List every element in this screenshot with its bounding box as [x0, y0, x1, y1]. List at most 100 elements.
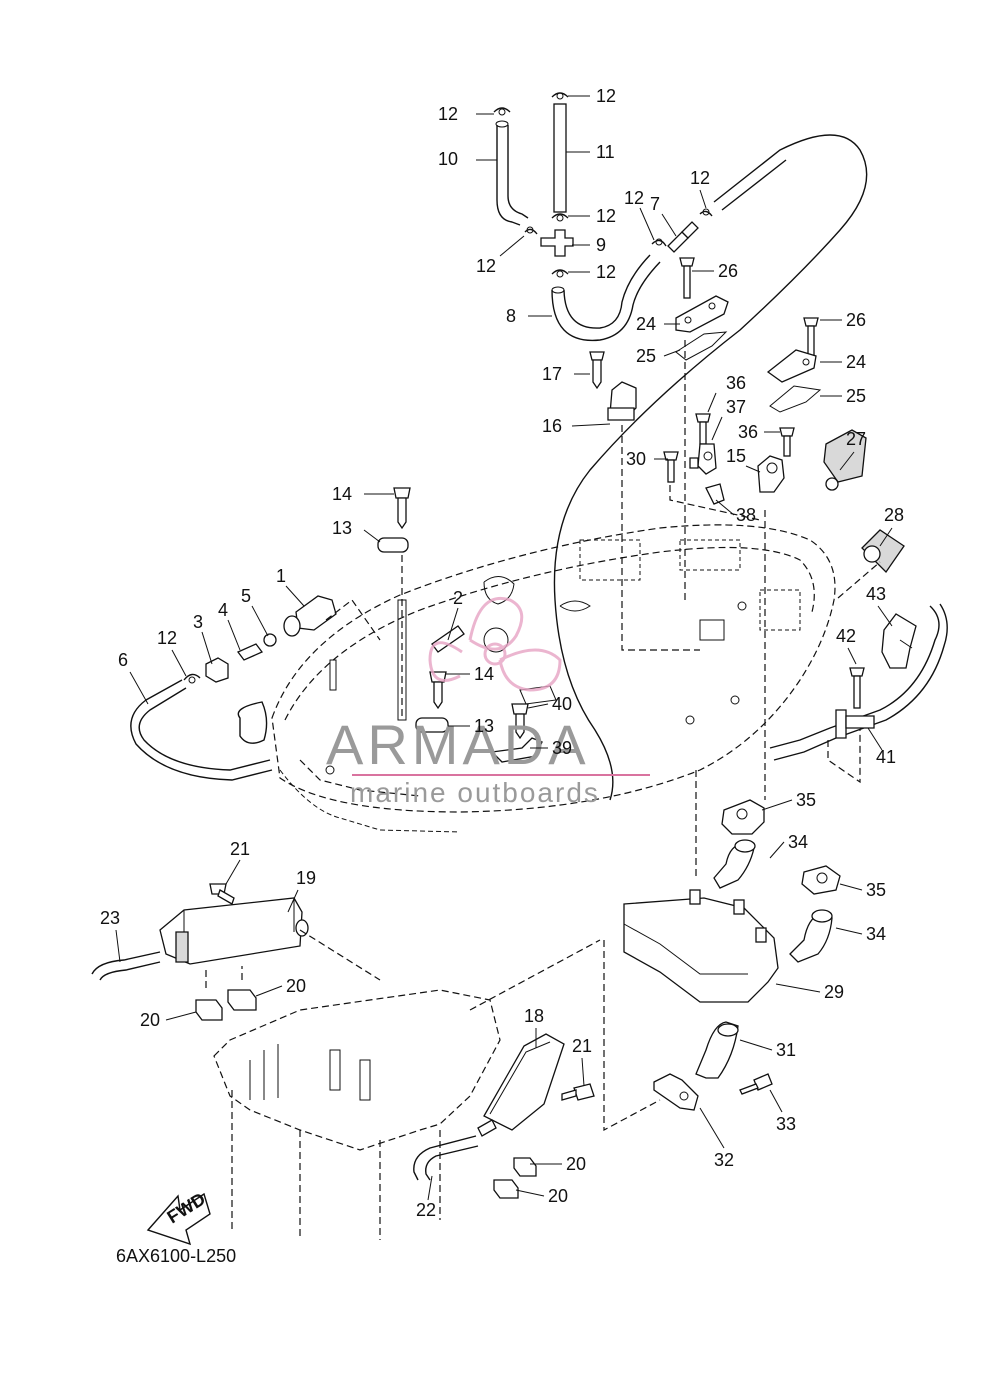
callout-leader-c1 — [285, 585, 305, 607]
diagram-code: 6AX6100-L250 — [116, 1246, 236, 1266]
clamp-41-42 — [827, 667, 875, 784]
callout-leader-c43 — [877, 605, 893, 627]
callout-leader-c16 — [571, 423, 611, 427]
callout-leader-c4 — [227, 619, 241, 651]
callout-leader-c37 — [711, 416, 723, 441]
callout-leader-c5 — [251, 605, 269, 637]
callout-leader-c38 — [715, 499, 735, 516]
callout-label-c21a: 21 — [230, 839, 250, 859]
callout-leader-c13a — [363, 529, 381, 543]
callout-label-c12c: 12 — [596, 206, 616, 226]
callout-leader-c15 — [745, 465, 761, 473]
callout-label-c42: 42 — [836, 626, 856, 646]
callout-leader-c19 — [287, 889, 299, 913]
callout-leader-c36a — [707, 392, 717, 413]
callout-label-c37: 37 — [726, 397, 746, 417]
callout-leader-c12f — [639, 207, 655, 241]
callout-leader-c7 — [661, 213, 677, 237]
callout-leader-c27 — [839, 451, 855, 471]
callout-leader-c12d — [499, 235, 525, 257]
callout-leader-c21b — [581, 1057, 585, 1087]
callout-label-c1: 1 — [276, 566, 286, 586]
callout-label-c4: 4 — [218, 600, 228, 620]
callout-label-c25b: 25 — [846, 386, 866, 406]
clip-and-screw-16-17 — [589, 351, 700, 651]
forward-arrow: FWD — [146, 1189, 211, 1246]
callout-leader-c25a — [663, 349, 681, 357]
callout-label-c43: 43 — [866, 584, 886, 604]
callout-label-c9: 9 — [596, 235, 606, 255]
callout-leader-c2 — [447, 607, 459, 641]
callout-leader-c32 — [699, 1107, 725, 1149]
callout-label-c20a: 20 — [140, 1010, 160, 1030]
callout-leader-c22 — [427, 1175, 433, 1201]
callout-label-c27: 27 — [846, 429, 866, 449]
small-parts-right — [663, 413, 948, 800]
bracket-set-left — [675, 257, 729, 600]
callout-label-c35a: 35 — [796, 790, 816, 810]
callout-label-c35b: 35 — [866, 880, 886, 900]
callout-label-c38: 38 — [736, 505, 756, 525]
callout-leader-c20b — [255, 985, 283, 997]
callout-label-c24b: 24 — [846, 352, 866, 372]
watermark-tagline: marine outboards — [350, 777, 600, 808]
callout-label-c12d: 12 — [476, 256, 496, 276]
watermark: ARMADA marine outboards — [326, 597, 650, 808]
callout-label-c12f: 12 — [624, 188, 644, 208]
callout-leader-c3 — [201, 631, 213, 665]
callout-leader-c21a — [225, 859, 241, 885]
callout-label-c22: 22 — [416, 1200, 436, 1220]
callout-leader-c40 — [527, 703, 549, 709]
callout-label-c2: 2 — [453, 588, 463, 608]
callout-label-c26b: 26 — [846, 310, 866, 330]
callout-leader-c23 — [115, 929, 121, 963]
callout-label-c15: 15 — [726, 446, 746, 466]
callout-label-c12a: 12 — [438, 104, 458, 124]
callout-label-c20d: 20 — [548, 1186, 568, 1206]
callout-label-c21b: 21 — [572, 1036, 592, 1056]
callout-label-c12g: 12 — [690, 168, 710, 188]
callout-label-c20c: 20 — [566, 1154, 586, 1174]
callout-label-c19: 19 — [296, 868, 316, 888]
callout-label-c17: 17 — [542, 364, 562, 384]
callout-label-c6: 6 — [118, 650, 128, 670]
callout-label-c10: 10 — [438, 149, 458, 169]
callout-label-c8: 8 — [506, 306, 516, 326]
callout-label-c29: 29 — [824, 982, 844, 1002]
callout-leader-c29 — [775, 983, 821, 993]
callout-leader-c33 — [769, 1089, 783, 1113]
bracket-set-right — [766, 317, 822, 413]
left-fittings — [130, 487, 465, 781]
callout-label-c20b: 20 — [286, 976, 306, 996]
callout-leader-c35b — [839, 883, 863, 891]
callout-label-c41: 41 — [876, 747, 896, 767]
hose-assembly — [493, 92, 868, 801]
callout-label-c40: 40 — [552, 694, 572, 714]
callout-label-c36b: 36 — [738, 422, 758, 442]
callout-label-c11: 11 — [596, 142, 615, 162]
callout-label-c13a: 13 — [332, 518, 352, 538]
callout-leader-c35a — [761, 799, 793, 811]
callout-leader-c20a — [165, 1011, 197, 1021]
vapor-separator-group — [91, 883, 601, 1199]
callout-label-c39: 39 — [552, 738, 572, 758]
watermark-brand: ARMADA — [326, 713, 590, 776]
bottom-cowling — [237, 524, 836, 833]
callout-label-c16: 16 — [542, 416, 562, 436]
callout-leader-c34b — [835, 927, 863, 935]
callout-leader-c41 — [867, 727, 883, 751]
callout-leader-c6 — [129, 671, 149, 705]
callout-label-c24a: 24 — [636, 314, 656, 334]
watermark-logo-icon — [428, 597, 562, 692]
oil-separator-group — [603, 770, 841, 1132]
callout-leader-c20d — [515, 1189, 545, 1197]
callout-label-c12e: 12 — [596, 262, 616, 282]
callout-leaders — [115, 95, 893, 1201]
callout-label-c30: 30 — [626, 449, 646, 469]
lower-casing — [213, 989, 501, 1240]
callout-leader-c12h — [171, 649, 187, 677]
callout-label-c36a: 36 — [726, 373, 746, 393]
callout-leader-c31 — [739, 1039, 773, 1051]
